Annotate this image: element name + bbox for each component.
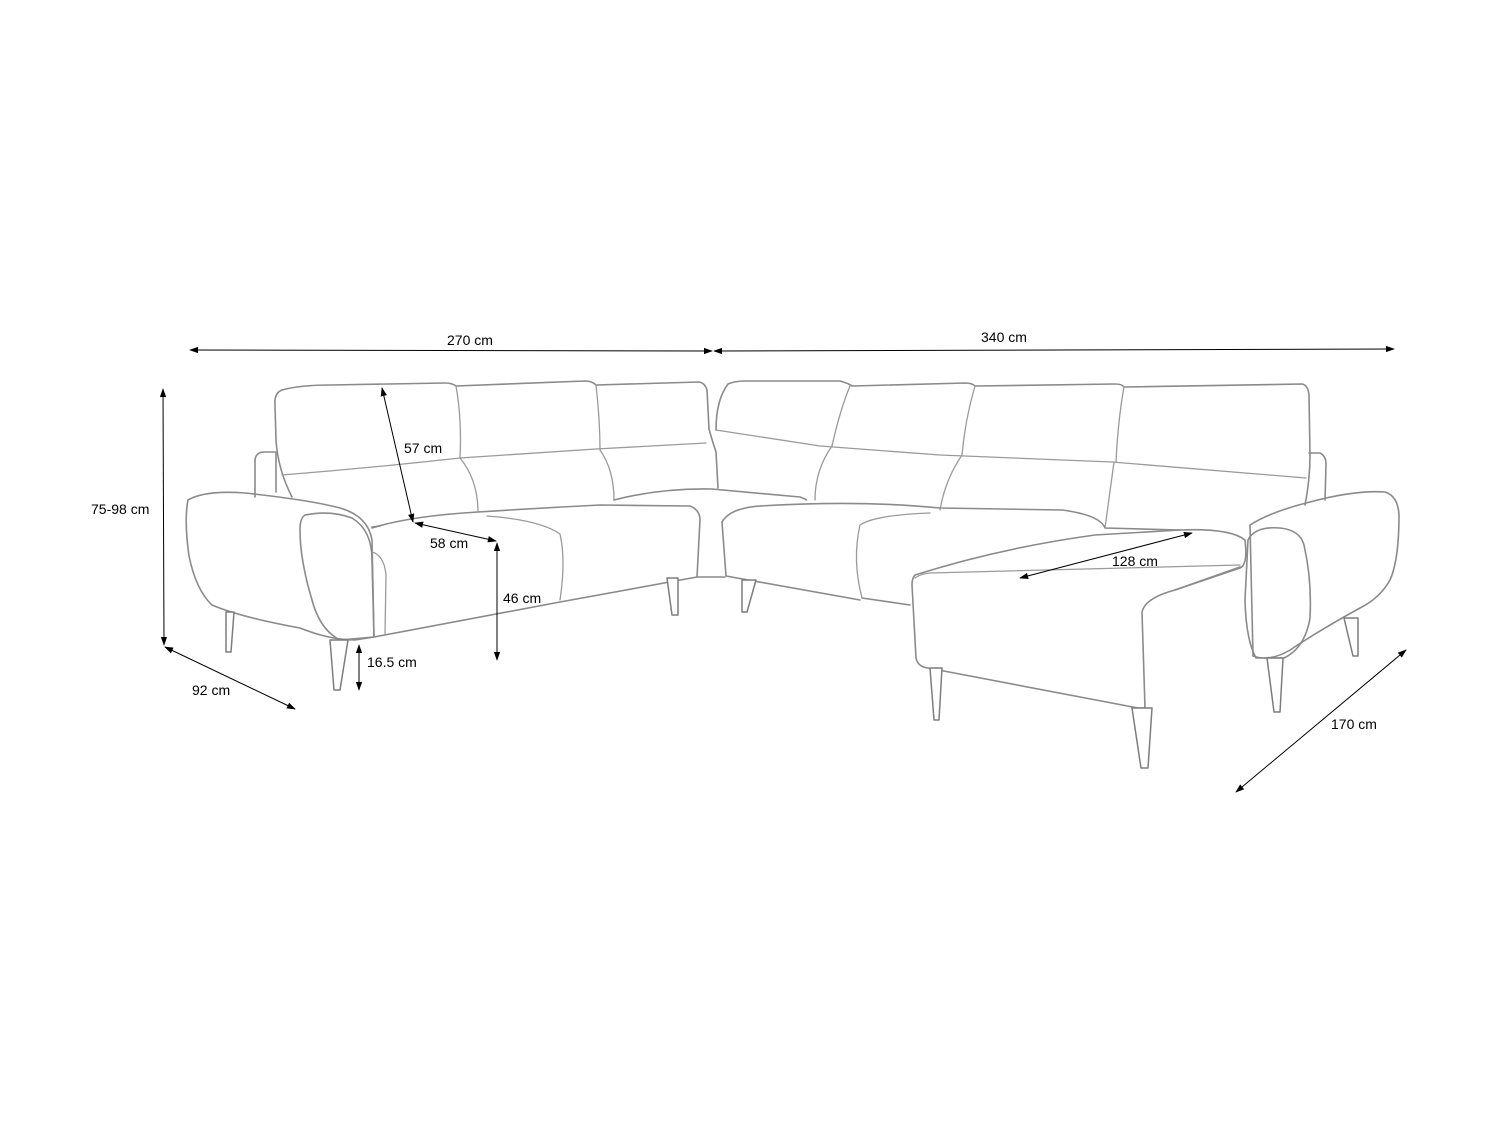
left-corner-seat <box>613 488 808 501</box>
arrow-chaise-length <box>1235 649 1407 793</box>
arrow-seat-depth <box>414 521 497 543</box>
arrow-depth <box>164 646 296 710</box>
left-back-frame <box>254 451 277 498</box>
label-seat-height: 46 cm <box>503 590 542 606</box>
arrow-width-right <box>713 345 1395 355</box>
left-armrest-front <box>299 512 375 641</box>
arrow-width-left <box>189 346 713 355</box>
arrow-height <box>159 388 168 646</box>
label-chaise-length: 170 cm <box>1331 716 1377 732</box>
left-base-line <box>373 576 726 638</box>
label-seat-depth: 58 cm <box>430 535 469 551</box>
leg-chaise-front <box>1131 707 1153 769</box>
right-back-frame <box>1308 452 1327 501</box>
right-backrest <box>715 380 1311 506</box>
label-width-right: 340 cm <box>981 329 1027 345</box>
left-armrest <box>185 491 375 641</box>
arrow-backrest-height <box>380 387 415 523</box>
leg-mid-right <box>741 579 757 613</box>
leg-left-front <box>329 639 349 691</box>
label-depth: 92 cm <box>192 682 231 698</box>
leg-right-back <box>1343 617 1359 657</box>
right-armrest <box>1249 490 1400 659</box>
leg-right-front <box>1266 657 1284 713</box>
left-seat-cushions <box>371 504 701 578</box>
leg-left-back <box>225 611 235 653</box>
label-leg-height: 16.5 cm <box>367 654 417 670</box>
leg-chaise-back <box>929 667 943 721</box>
right-seat-cushions <box>721 502 1181 531</box>
dimension-arrows <box>159 345 1407 793</box>
chaise <box>911 528 1247 709</box>
sofa-outline <box>185 380 1400 769</box>
arrow-chaise-depth <box>1019 532 1193 579</box>
right-armrest-front <box>1244 526 1312 659</box>
label-backrest-height: 57 cm <box>404 440 443 456</box>
left-backrest <box>281 380 719 489</box>
left-backrest-outer <box>274 389 293 498</box>
label-width-left: 270 cm <box>447 332 493 348</box>
label-height: 75-98 cm <box>91 501 150 517</box>
label-chaise-depth: 128 cm <box>1112 553 1158 569</box>
leg-mid-left <box>666 577 679 616</box>
